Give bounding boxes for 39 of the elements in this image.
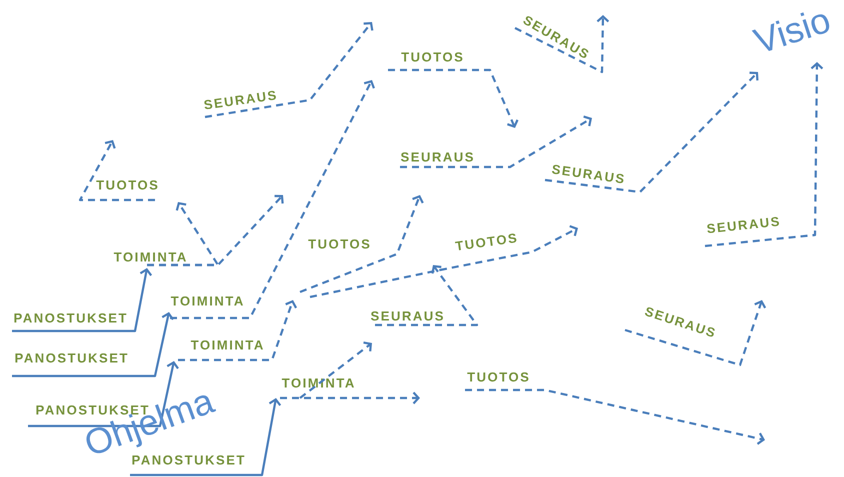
arrow (130, 398, 282, 476)
stage-label: SEURAUS (552, 164, 624, 184)
arrow (375, 265, 478, 326)
stage-label: PANOSTUKSET (132, 455, 244, 465)
arrow (12, 312, 174, 378)
arrow (624, 300, 766, 366)
stage-label: TUOTOS (308, 239, 370, 249)
arrow (12, 268, 152, 332)
stage-label: TUOTOS (454, 234, 516, 250)
arrow (300, 195, 424, 294)
goal-label: Visio (752, 12, 830, 52)
arrow (178, 300, 298, 362)
arrow (514, 15, 610, 74)
arrow (465, 388, 765, 445)
arrow (704, 62, 824, 248)
arrow (388, 68, 518, 128)
arrow (440, 225, 578, 272)
stage-label: SEURAUS (204, 90, 276, 110)
stage-label: PANOSTUKSET (15, 353, 128, 363)
stage-label: PANOSTUKSET (14, 313, 126, 323)
stage-label: TOIMINTA (190, 340, 263, 350)
arrow (280, 392, 420, 404)
arrow (170, 80, 375, 320)
arrow (400, 116, 592, 168)
stage-label: TUOTOS (96, 180, 158, 190)
stage-label: SEURAUS (707, 217, 779, 233)
stage-label: SEURAUS (370, 311, 443, 321)
stage-label: TOIMINTA (170, 296, 243, 306)
stage-label: TOIMINTA (114, 252, 186, 262)
stage-label: TOIMINTA (282, 378, 354, 388)
arrow (544, 72, 758, 194)
stage-label: SEURAUS (400, 152, 473, 162)
stage-label: TUOTOS (401, 52, 462, 62)
arrow (204, 22, 374, 118)
arrow (28, 361, 179, 428)
arrow (147, 194, 284, 266)
stage-label: TUOTOS (467, 372, 528, 382)
arrow (78, 140, 155, 202)
arrow (299, 341, 372, 399)
